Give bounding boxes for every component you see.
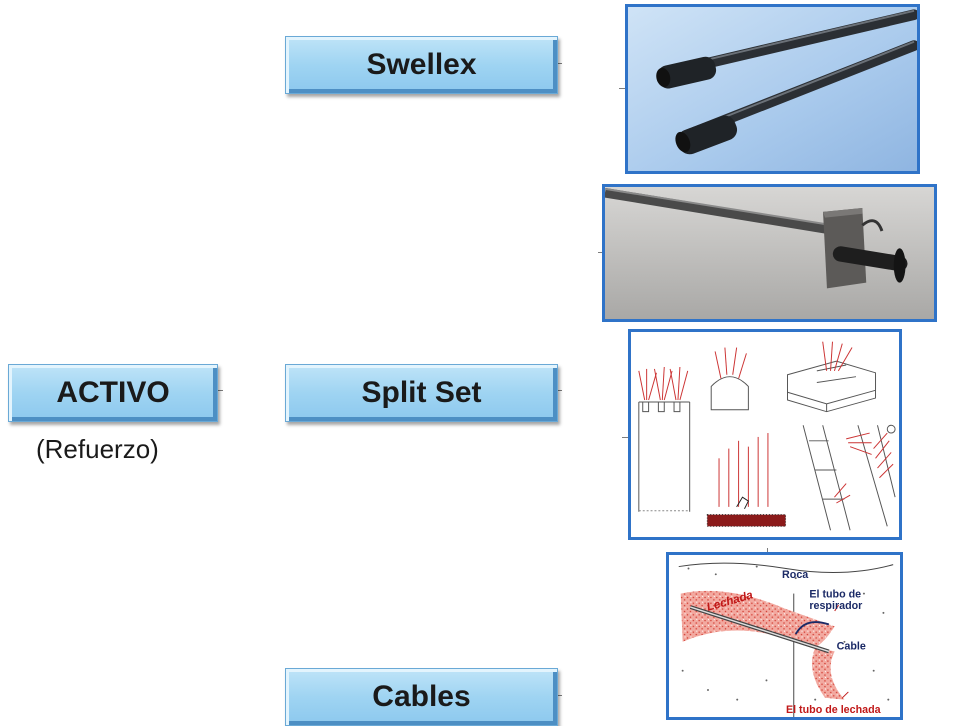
cable-label: Cable [837, 641, 866, 653]
cables-box: Cables [285, 668, 558, 726]
swellex-box: Swellex [285, 36, 558, 94]
cables-label: Cables [372, 680, 471, 713]
bolt-plate-photo [602, 184, 937, 322]
swellex-label: Swellex [366, 48, 477, 81]
connector-tick [619, 88, 625, 89]
roca-label: Roca [782, 569, 808, 581]
cable-bolt-sketch-image: Roca El tubo de respirador Lechada Cable… [669, 555, 900, 717]
split-set-sketches-image [631, 332, 899, 537]
connector-tick [556, 63, 562, 64]
connector-tick [556, 695, 562, 696]
split-set-label: Split Set [361, 376, 482, 409]
bolt-with-plate-image [605, 187, 934, 319]
activo-label: ACTIVO [56, 376, 170, 409]
cable-diagram: Roca El tubo de respirador Lechada Cable… [666, 552, 903, 720]
split-set-diagram [628, 329, 902, 540]
tubo-respirador-label-2: respirador [809, 600, 862, 612]
swellex-bolts-image [628, 7, 917, 171]
tubo-respirador-label-1: El tubo de [809, 588, 861, 600]
tubo-lechada-label: El tubo de lechada [786, 704, 881, 716]
swellex-photo [625, 4, 920, 174]
connector-tick [598, 252, 604, 253]
refuerzo-subtitle: (Refuerzo) [36, 434, 159, 464]
activo-box: ACTIVO [8, 364, 218, 422]
connector-tick [556, 390, 562, 391]
connector-tick [767, 548, 768, 554]
split-set-box: Split Set [285, 364, 558, 422]
connector-tick [622, 437, 628, 438]
connector-tick [217, 390, 223, 391]
